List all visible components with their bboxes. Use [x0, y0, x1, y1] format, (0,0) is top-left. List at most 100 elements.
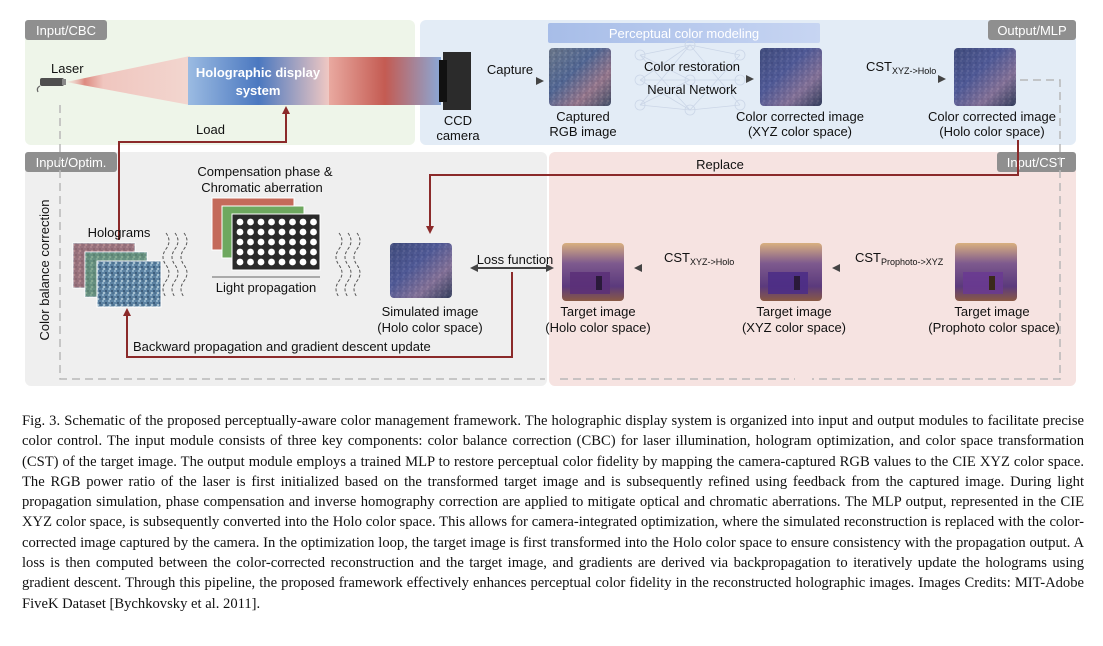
cc-xyz-label: Color corrected image [736, 109, 864, 124]
aberration-dot [278, 258, 286, 266]
aberration-dot [236, 228, 244, 236]
target-holo-label: Target image [560, 304, 635, 319]
replace-arrow [426, 140, 1019, 234]
aberration-dot [278, 218, 286, 226]
comp-label-2: Chromatic aberration [201, 180, 322, 195]
aberration-dot [299, 248, 307, 256]
captured-label-2: RGB image [549, 124, 616, 139]
cst-xyz-holo-label-2: CSTXYZ->Holo [664, 250, 734, 267]
aberration-dot [257, 238, 265, 246]
laser-beam [66, 56, 190, 105]
aberration-dot [289, 218, 296, 226]
aberration-dot [247, 238, 254, 246]
perceptual-header [548, 23, 820, 43]
aberration-dot [268, 238, 275, 246]
target-prophoto-image [955, 243, 1017, 301]
aberration-dot [289, 258, 296, 266]
aberration-dot [236, 248, 244, 256]
aberration-dot [247, 258, 254, 266]
aberration-dot [299, 218, 307, 226]
aberration-dot [268, 218, 275, 226]
caption-text: Schematic of the proposed perceptually-a… [22, 413, 1085, 612]
ccd-label: CCD [444, 113, 472, 128]
aberration-dot [257, 248, 265, 256]
neural-network-icon [634, 39, 746, 116]
perceptual-label: Perceptual color modeling [609, 26, 759, 41]
aberration-dot [268, 258, 275, 266]
aberration-dot [289, 248, 296, 256]
target-xyz-image [760, 243, 822, 301]
aberration-dot [278, 238, 286, 246]
captured-label: Captured [556, 109, 609, 124]
aberration-dot-grid [236, 218, 317, 266]
aberration-dot [247, 228, 254, 236]
target-prophoto-label-2: (Prophoto color space) [928, 320, 1060, 335]
cst-pro-xyz-label: CSTProphoto->XYZ [855, 250, 944, 267]
wave-lines-right [335, 232, 361, 298]
tag-output-mlp: Output/MLP [997, 23, 1066, 38]
aberration-dot [289, 228, 296, 236]
aberration-dot [247, 248, 254, 256]
backward-label: Backward propagation and gradient descen… [133, 339, 431, 354]
load-label: Load [196, 122, 225, 137]
color-restoration-label: Color restoration [644, 59, 740, 74]
aberration-dot [310, 258, 317, 266]
tag-input-cbc: Input/CBC [36, 23, 96, 38]
feedback-dashed-left [59, 105, 545, 380]
tag-input-cst: Input/CST [1007, 155, 1066, 170]
figure-caption: Fig. 3. Schematic of the proposed percep… [22, 411, 1084, 614]
holographic-display-box [188, 57, 329, 105]
loss-label: Loss function [477, 252, 554, 267]
aberration-dot [278, 248, 286, 256]
aberration-dot [299, 228, 307, 236]
aberration-dot [289, 238, 296, 246]
cc-holo-label-2: (Holo color space) [939, 124, 1045, 139]
aberration-dot [310, 228, 317, 236]
comp-label: Compensation phase & [197, 164, 332, 179]
aberration-dot [310, 218, 317, 226]
ccd-camera-icon [443, 52, 471, 110]
holographic-display-label: Holographic display [196, 65, 321, 80]
holograms-label: Holograms [88, 225, 151, 240]
beam-after-display [329, 57, 441, 105]
laser-icon [36, 85, 41, 93]
capture-label: Capture [487, 62, 533, 77]
target-xyz-label: Target image [756, 304, 831, 319]
load-arrow [118, 106, 290, 240]
aberration-dot [257, 228, 265, 236]
aberration-dot [299, 238, 307, 246]
tag-input-optim: Input/Optim. [36, 155, 107, 170]
target-holo-image [562, 243, 624, 301]
comp-stack-blue [231, 213, 321, 271]
laser-label: Laser [51, 61, 84, 76]
aberration-dot [247, 218, 254, 226]
hologram-blue [96, 260, 162, 308]
neural-network-label: Neural Network [647, 82, 737, 97]
aberration-dot [310, 238, 317, 246]
aberration-dot [236, 238, 244, 246]
target-xyz-label-2: (XYZ color space) [742, 320, 846, 335]
cbc-vertical-label: Color balance correction [37, 200, 52, 341]
wave-lines-left [162, 232, 188, 298]
aberration-dot [278, 228, 286, 236]
aberration-dot [299, 258, 307, 266]
aberration-dot [236, 258, 244, 266]
sim-label: Simulated image [382, 304, 479, 319]
replace-label: Replace [696, 157, 744, 172]
backward-arrow [123, 272, 513, 358]
aberration-dot [236, 218, 244, 226]
holographic-display-label-2: system [236, 83, 281, 98]
target-holo-label-2: (Holo color space) [545, 320, 651, 335]
cst-xyz-holo-label: CSTXYZ->Holo [866, 59, 936, 76]
target-prophoto-label: Target image [954, 304, 1029, 319]
cc-holo-label: Color corrected image [928, 109, 1056, 124]
cc-xyz-label-2: (XYZ color space) [748, 124, 852, 139]
aberration-dot [268, 248, 275, 256]
aberration-dot [257, 258, 265, 266]
aberration-dot [257, 218, 265, 226]
caption-label: Fig. 3. [22, 413, 61, 429]
aberration-dot [268, 228, 275, 236]
aberration-dot [310, 248, 317, 256]
light-prop-label: Light propagation [216, 280, 316, 295]
camera-label: camera [436, 128, 480, 143]
